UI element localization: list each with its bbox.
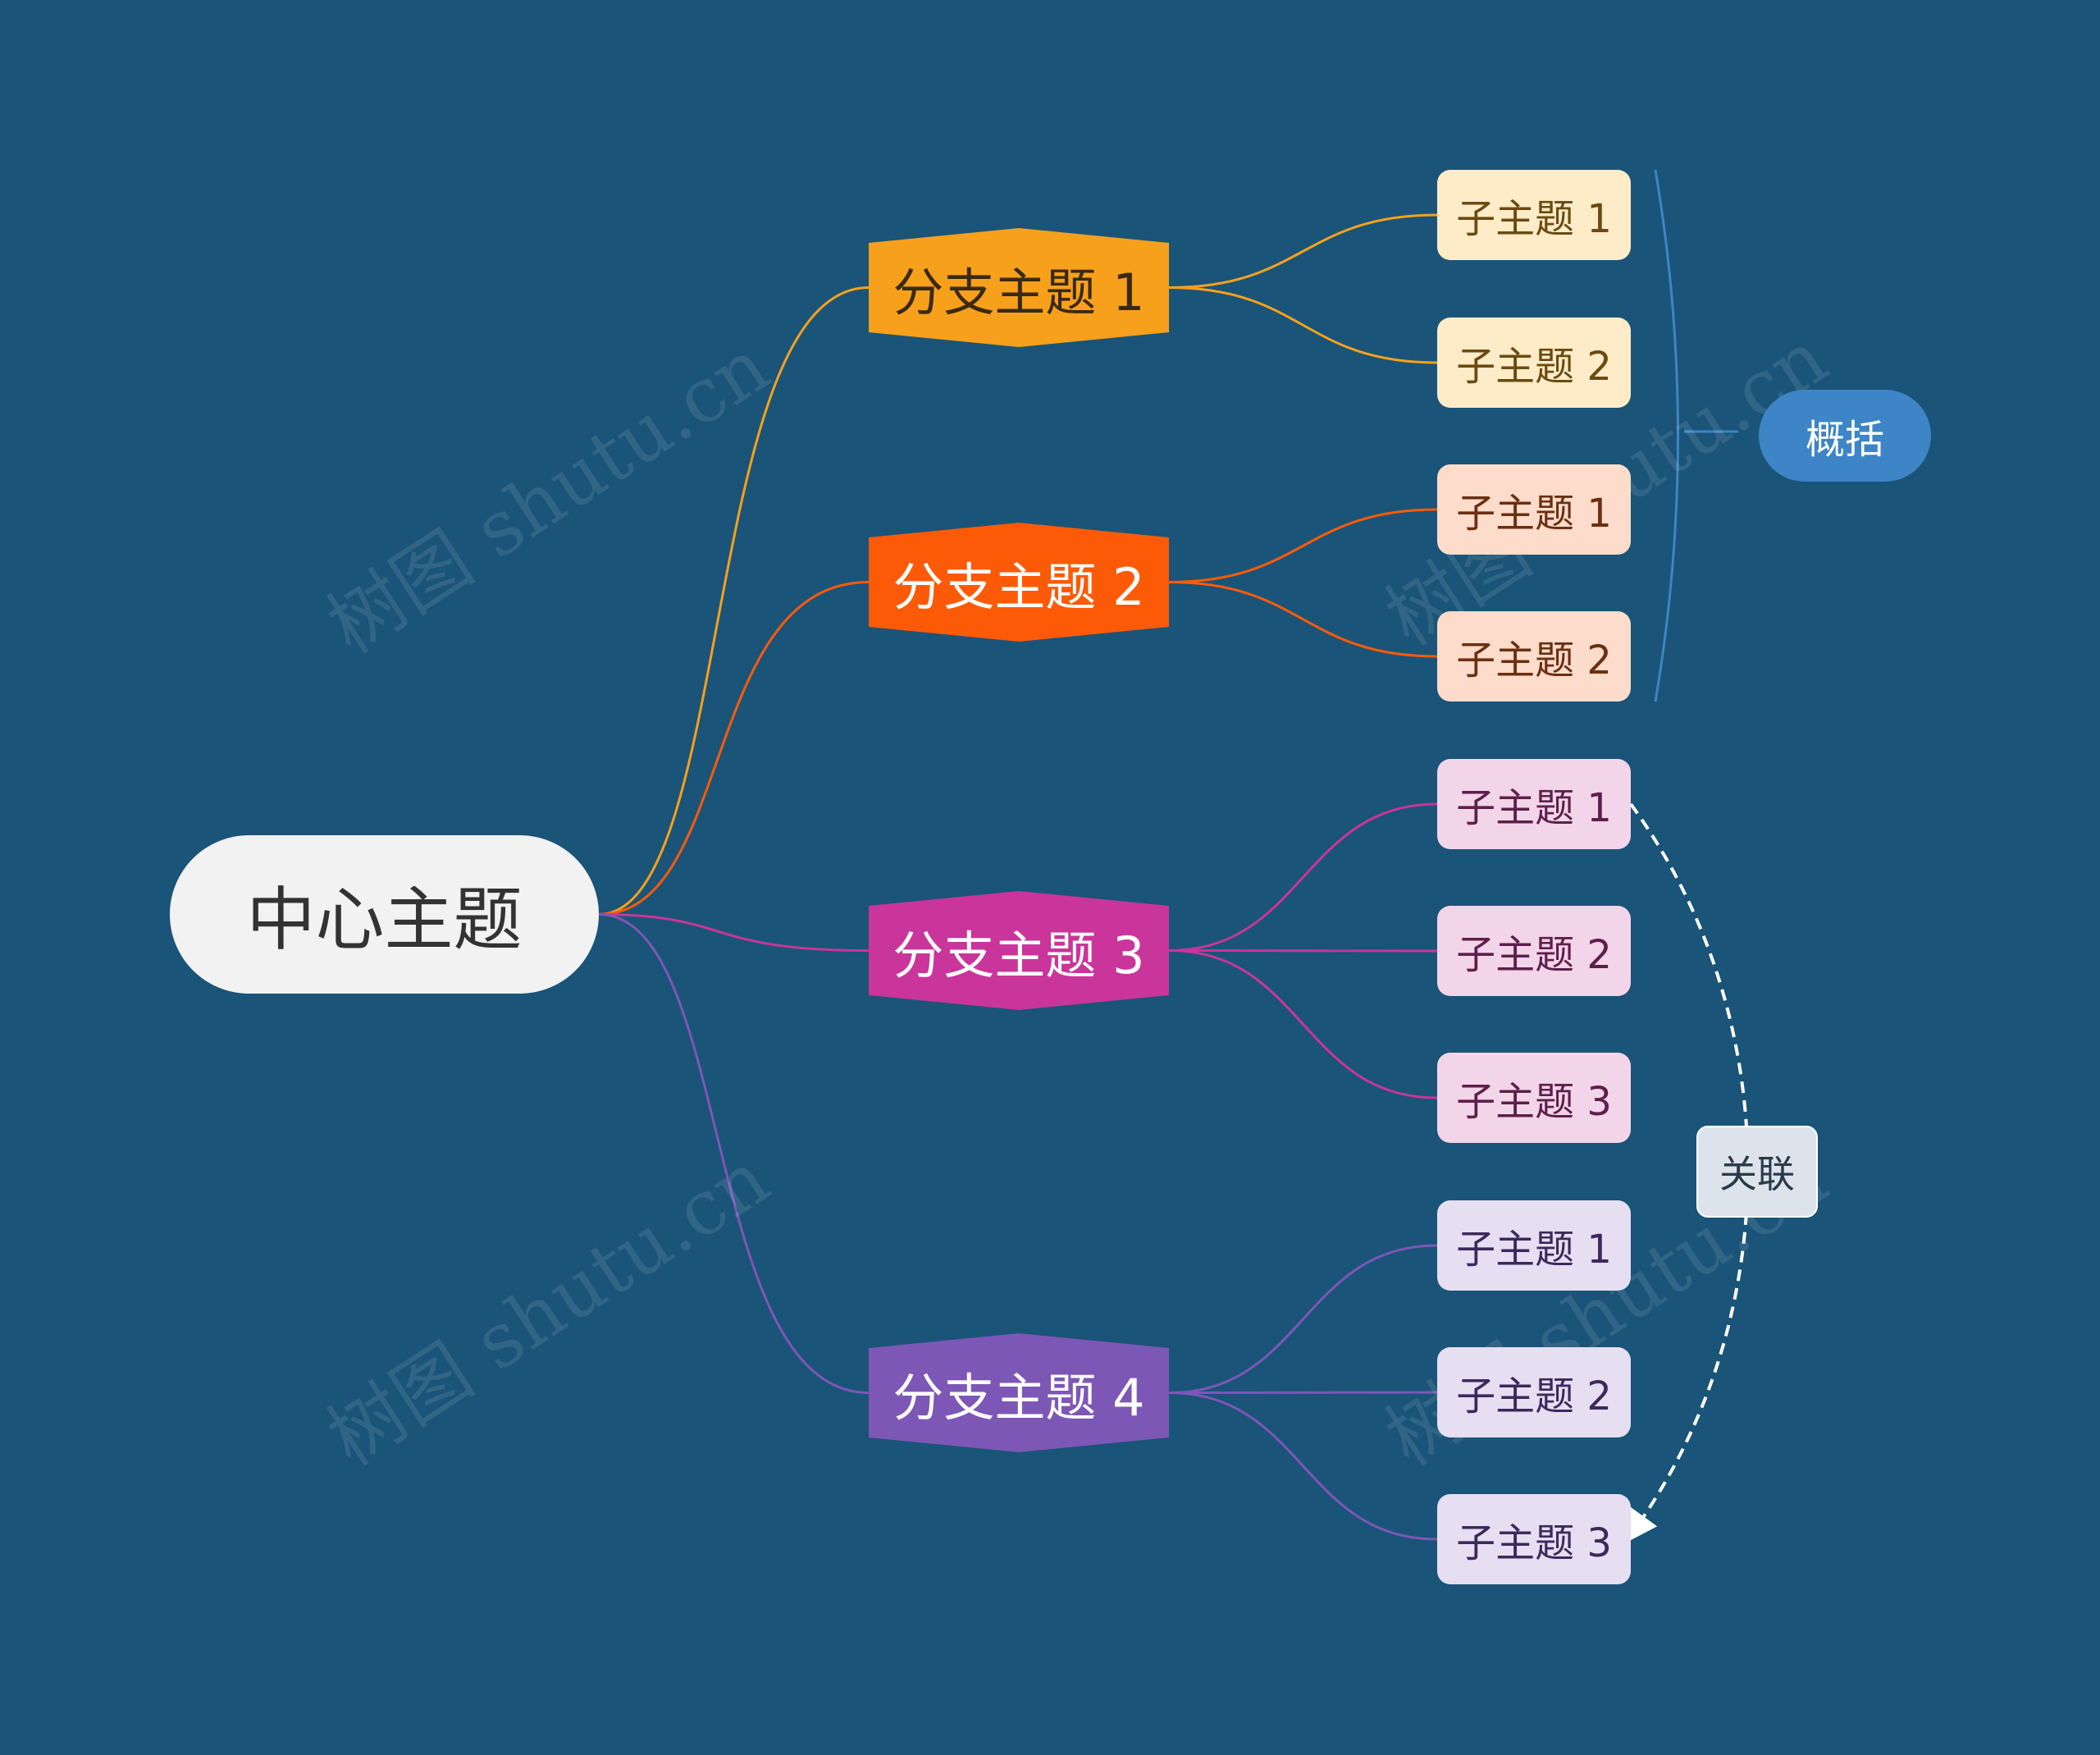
branch-topic-3[interactable]: 分支主题 3: [869, 891, 1169, 1010]
subtopic-1-1[interactable]: 子主题 1: [1437, 170, 1631, 260]
branch-to-subtopic-connector: [1168, 949, 1438, 1099]
subtopic-label: 子主题 2: [1456, 344, 1612, 390]
subtopic-3-2[interactable]: 子主题 2: [1437, 906, 1631, 996]
subtopic-4-3[interactable]: 子主题 3: [1437, 1494, 1631, 1584]
branch-to-subtopic-connector: [1168, 508, 1438, 583]
subtopic-label: 子主题 1: [1456, 491, 1612, 537]
summary-label: 概括: [1805, 417, 1884, 463]
summary-topic[interactable]: 概括: [1759, 390, 1931, 482]
central-to-branch-connector-4: [598, 913, 870, 1394]
branch-to-subtopic-connector: [1168, 1244, 1438, 1394]
central-to-branch-connector-1: [598, 286, 870, 916]
branch-to-subtopic-connector: [1168, 581, 1438, 658]
summary-bracket: [1654, 169, 1679, 702]
subtopic-1-2[interactable]: 子主题 2: [1437, 318, 1631, 408]
central-topic-label: 中心主题: [246, 880, 523, 960]
relationship-arrow: [1624, 802, 1750, 1543]
subtopic-3-1[interactable]: 子主题 1: [1437, 759, 1631, 849]
branch-topic-label: 分支主题 4: [892, 1367, 1145, 1428]
subtopic-2-2[interactable]: 子主题 2: [1437, 611, 1631, 702]
central-to-branch-connector-2: [598, 581, 870, 916]
branch-to-subtopic-connector: [1168, 802, 1438, 952]
subtopic-3-3[interactable]: 子主题 3: [1437, 1053, 1631, 1143]
branch-to-subtopic-connector: [1168, 213, 1438, 289]
branch-to-subtopic-connector: [1168, 949, 1438, 953]
central-topic[interactable]: 中心主题: [170, 835, 599, 994]
branch-to-subtopic-connector: [1168, 286, 1438, 364]
subtopic-label: 子主题 1: [1456, 196, 1612, 242]
branch-topic-2[interactable]: 分支主题 2: [869, 523, 1169, 642]
branch-topic-label: 分支主题 3: [892, 925, 1145, 985]
subtopic-label: 子主题 2: [1456, 932, 1612, 978]
branch-topic-4[interactable]: 分支主题 4: [869, 1333, 1169, 1452]
subtopic-4-1[interactable]: 子主题 1: [1437, 1200, 1631, 1291]
subtopic-4-2[interactable]: 子主题 2: [1437, 1347, 1631, 1437]
branch-to-subtopic-connector: [1168, 1392, 1438, 1541]
relationship-label-text: 关联: [1719, 1152, 1795, 1196]
subtopic-label: 子主题 1: [1456, 1227, 1612, 1273]
branch-topic-1[interactable]: 分支主题 1: [869, 228, 1169, 347]
central-to-branch-connector-3: [598, 913, 870, 952]
relationship-label[interactable]: 关联: [1696, 1126, 1818, 1218]
branch-topic-label: 分支主题 1: [892, 262, 1145, 322]
subtopic-label: 子主题 3: [1456, 1079, 1612, 1125]
subtopic-label: 子主题 1: [1456, 785, 1612, 831]
subtopic-label: 子主题 2: [1456, 638, 1612, 683]
subtopic-label: 子主题 3: [1456, 1520, 1612, 1566]
subtopic-2-1[interactable]: 子主题 1: [1437, 464, 1631, 555]
subtopic-label: 子主题 2: [1456, 1373, 1612, 1419]
branch-to-subtopic-connector: [1168, 1391, 1438, 1394]
branch-topic-label: 分支主题 2: [892, 556, 1145, 617]
